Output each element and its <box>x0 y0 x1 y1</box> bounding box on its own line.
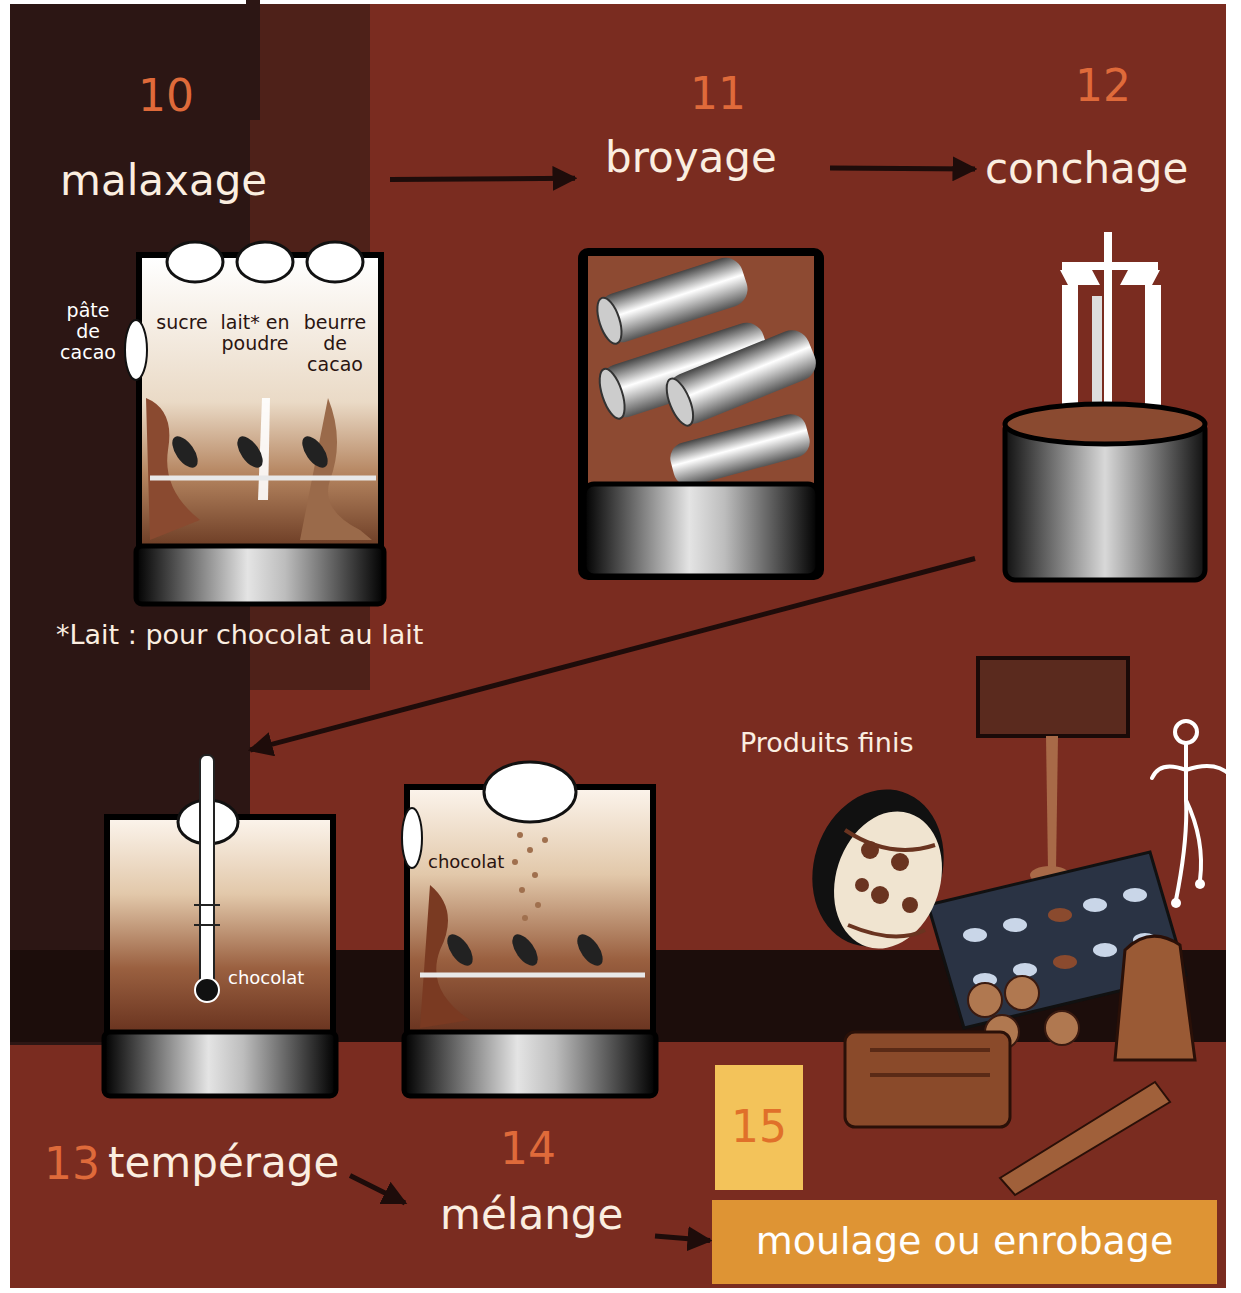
step-name: moulage ou enrobage <box>712 1200 1217 1284</box>
material-label: chocolat <box>228 968 304 988</box>
step-name: conchage <box>985 146 1188 192</box>
ingredient-label: beurre de cacao <box>298 312 372 375</box>
step-name: malaxage <box>60 158 267 204</box>
step-name: broyage <box>605 135 777 181</box>
process-step: 10 malaxage pâte de cacao sucrelait* en pou… <box>50 65 390 610</box>
ingredient-label: pâte de cacao <box>52 300 124 363</box>
process-step: 11 broyage <box>575 65 830 580</box>
process-step: 15 moulage ou enrobage <box>710 1062 1221 1288</box>
footnote: *Lait : pour chocolat au lait <box>56 620 423 650</box>
step-number: 14 <box>500 1125 556 1173</box>
step-number: 11 <box>690 70 746 118</box>
flow-arrow <box>250 559 975 751</box>
ingredient-label: lait* en poudre <box>218 312 292 354</box>
process-step: 13tempérage chocolat <box>38 750 350 1210</box>
step-number: 13 <box>44 1140 100 1188</box>
step-number: 12 <box>1075 62 1131 110</box>
section-label: Produits finis <box>740 728 914 758</box>
material-label: chocolat <box>428 852 504 872</box>
step-name: mélange <box>440 1192 623 1238</box>
flow-arrow <box>390 178 575 179</box>
process-step: 14 mélange chocolat <box>405 780 655 1250</box>
step-number: 10 <box>138 72 194 120</box>
step-name: tempérage <box>108 1140 339 1186</box>
flow-arrow <box>655 1236 710 1241</box>
step-number: 15 <box>715 1065 803 1190</box>
flow-arrow <box>350 1176 405 1204</box>
process-step: 12 conchage <box>975 55 1215 585</box>
ingredient-label: sucre <box>150 312 214 333</box>
flow-arrow <box>830 166 975 172</box>
